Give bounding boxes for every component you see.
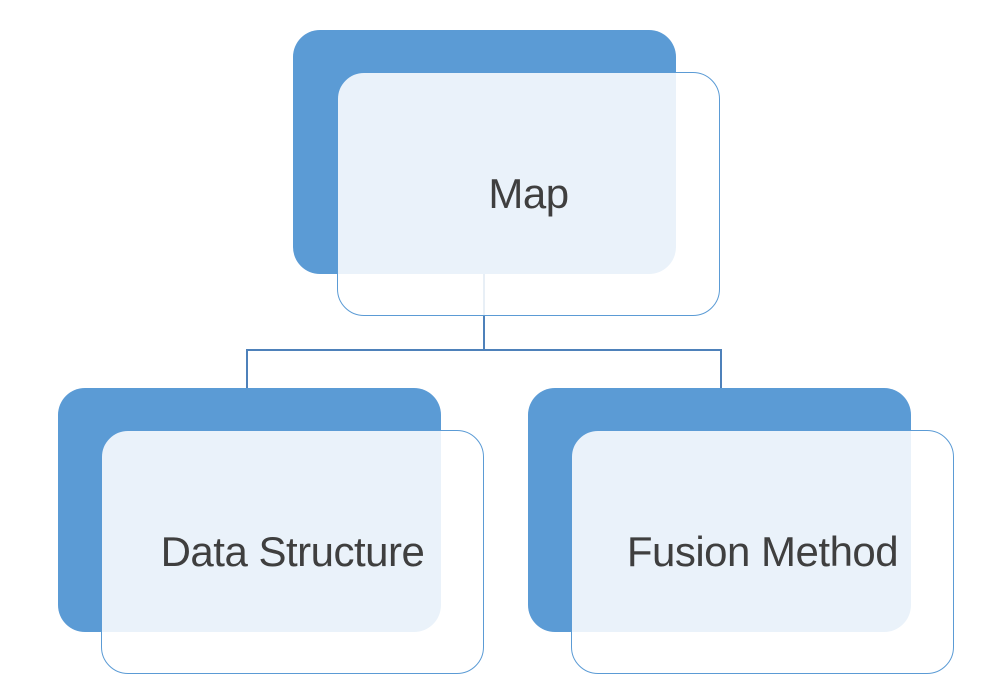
node-fusion-method-front-shape: Fusion Method [571,430,954,674]
node-fusion-method-label: Fusion Method [626,528,899,575]
node-map-label: Map [488,170,569,217]
node-data-structure-label: Data Structure [160,528,425,575]
node-data-structure-front-shape: Data Structure [101,430,484,674]
node-map-front-shape: Map [337,72,720,316]
